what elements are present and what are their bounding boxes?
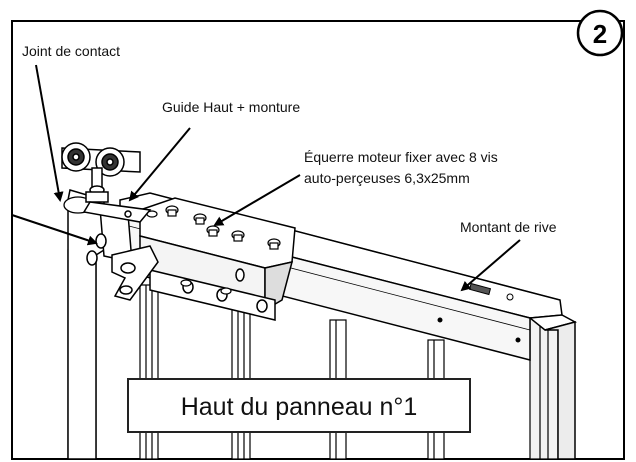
- arrow-left-hole: [11, 214, 98, 246]
- label-montant-de-rive: Montant de rive: [460, 219, 557, 235]
- motor-bracket: [139, 197, 296, 321]
- label-equerre-line1: Équerre moteur fixer avec 8 vis: [304, 149, 498, 165]
- label-joint-de-contact: Joint de contact: [22, 43, 120, 59]
- bracket-screws: [146, 205, 281, 295]
- step-number: 2: [593, 19, 607, 49]
- arrow-joint: [35, 64, 64, 202]
- caption-box: Haut du panneau n°1: [127, 378, 471, 433]
- top-guide-rollers: [61, 142, 152, 223]
- caption-text: Haut du panneau n°1: [181, 393, 418, 421]
- leader-lines: [11, 64, 521, 292]
- label-equerre-line2: auto-perçeuses 6,3x25mm: [304, 170, 470, 186]
- left-post: [67, 189, 105, 460]
- hook-bracket: [111, 245, 159, 301]
- label-guide-haut: Guide Haut + monture: [162, 99, 300, 115]
- end-plate: [86, 207, 133, 266]
- arrow-equerre: [213, 174, 301, 227]
- diagram-frame: [11, 20, 625, 460]
- arrow-guide: [128, 127, 191, 202]
- arrow-montant: [460, 239, 521, 292]
- step-badge: 2: [576, 9, 624, 57]
